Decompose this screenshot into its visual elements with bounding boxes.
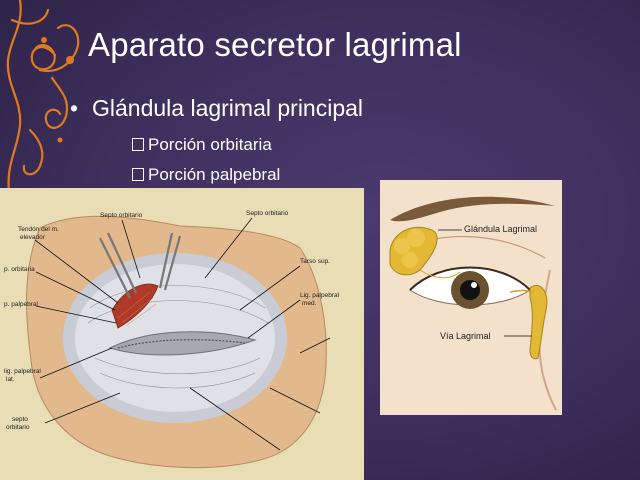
bullet-dot: • — [70, 95, 79, 121]
label-septo-orbitario-top: Septo orbitario — [100, 212, 143, 219]
label-tarso-sup: Tarso sup. — [300, 258, 330, 265]
main-bullet-text: Glándula lagrimal principal — [92, 95, 364, 121]
label-p-palpebral: p. palpebral — [4, 301, 38, 308]
label-p-orbitaria: p. orbitaria — [4, 266, 35, 273]
checkbox-square-icon — [132, 168, 144, 181]
subitem-text: Porción palpebral — [148, 165, 281, 184]
subitem-orbitaria: Porción orbitaria — [132, 135, 272, 155]
label-septo-orbitario-bl-1: septo — [12, 416, 28, 423]
label-lig-palpebral-lat-1: lig. palpebral — [4, 368, 41, 375]
orbit-anatomy-drawing — [26, 215, 331, 469]
eye-drawing — [380, 180, 562, 415]
label-tendon-2: elevador — [20, 234, 45, 241]
eye-lacrimal-illustration: Glándula Lagrimal Vía Lagrimal — [380, 180, 562, 415]
label-lig-palpebral-lat-2: lat. — [6, 376, 15, 383]
subitem-text: Porción orbitaria — [148, 135, 272, 154]
label-glandula-lagrimal: Glándula Lagrimal — [464, 224, 538, 234]
label-septo-orbitario-bl-2: orbitario — [6, 424, 30, 431]
label-lig-palpebral-med-2: med. — [302, 300, 317, 307]
label-lig-palpebral-med-1: Lig. palpebral — [300, 292, 340, 299]
label-septo-orbitario-tr: Septo orbitario — [246, 210, 289, 217]
subitem-palpebral: Porción palpebral — [132, 165, 280, 185]
label-tendon-1: Tendón del m. — [18, 226, 59, 233]
main-bullet: • Glándula lagrimal principal — [70, 95, 363, 122]
label-via-lagrimal: Vía Lagrimal — [440, 331, 491, 341]
slide-title: Aparato secretor lagrimal — [88, 26, 462, 63]
checkbox-square-icon — [132, 138, 144, 151]
decorative-swirl — [6, 0, 80, 200]
orbit-anatomy-illustration: Septo orbitario Septo orbitario Tendón d… — [0, 188, 364, 480]
